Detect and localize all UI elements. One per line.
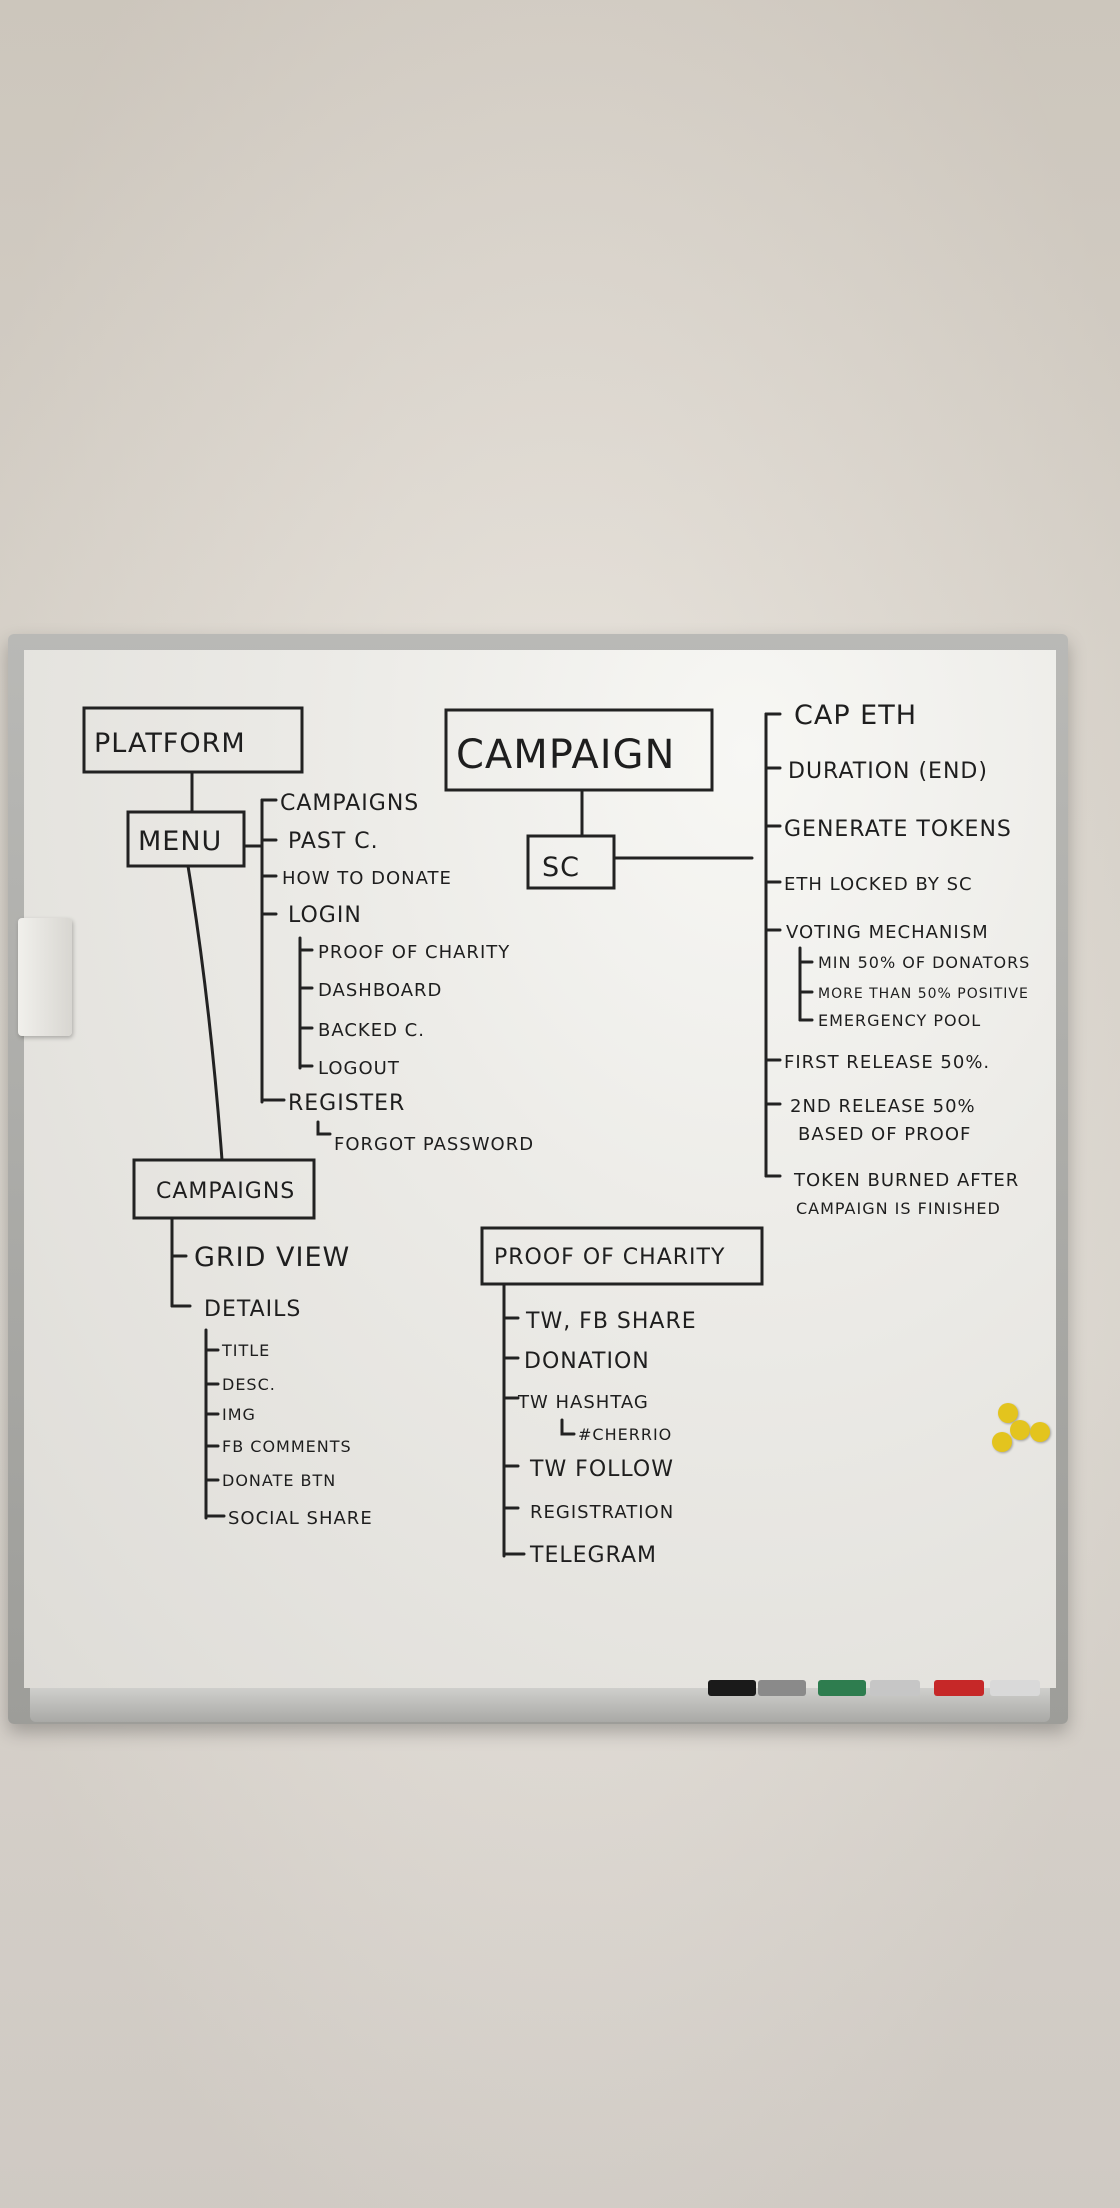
proof-of-charity-box <box>480 1226 764 1286</box>
campaign-token-burned-note: CAMPAIGN IS FINISHED <box>796 1199 1001 1218</box>
proof-item-donation: DONATION <box>524 1349 650 1374</box>
login-item-logout: LOGOUT <box>318 1058 400 1079</box>
campaign-item-second-release: 2ND RELEASE 50% <box>790 1096 976 1117</box>
register-item-forgot-password: FORGOT PASSWORD <box>334 1134 534 1155</box>
menu-to-campaigns-line <box>186 864 224 1162</box>
campaigns-item-details: DETAILS <box>204 1297 301 1322</box>
menu-box <box>126 810 246 868</box>
campaign-second-release-note: BASED OF PROOF <box>798 1124 971 1145</box>
voting-item-min-donators: MIN 50% OF DONATORS <box>818 953 1030 972</box>
campaign-item-duration: DURATION (END) <box>788 759 988 784</box>
sc-box <box>526 834 616 890</box>
voting-item-positive: MORE THAN 50% POSITIVE <box>818 986 1029 1002</box>
campaign-item-first-release: FIRST RELEASE 50%. <box>784 1052 990 1073</box>
proof-item-tw-follow: TW FOLLOW <box>529 1457 674 1482</box>
proof-hashtag-note: #CHERRIO <box>578 1425 672 1444</box>
details-item-desc: DESC. <box>222 1375 276 1394</box>
menu-item-register: REGISTER <box>288 1091 405 1116</box>
yellow-magnet <box>1010 1420 1030 1440</box>
black-marker <box>708 1680 756 1696</box>
proof-item-registration: REGISTRATION <box>530 1502 674 1523</box>
light-marker <box>990 1680 1040 1696</box>
whiteboard <box>24 650 1056 1688</box>
menu-item-past-campaigns: PAST C. <box>288 829 379 854</box>
campaign-item-voting-mechanism: VOTING MECHANISM <box>786 922 989 943</box>
campaign-box <box>444 708 714 792</box>
green-marker <box>818 1680 866 1696</box>
proof-of-charity-title: PROOF OF CHARITY <box>494 1245 725 1270</box>
menu-title: MENU <box>138 826 222 857</box>
details-item-title: TITLE <box>221 1341 270 1360</box>
details-item-donate-button: DONATE BTN <box>222 1471 336 1490</box>
campaigns-item-grid-view: GRID VIEW <box>194 1242 350 1273</box>
proof-item-telegram: TELEGRAM <box>529 1543 657 1568</box>
red-marker <box>934 1680 984 1696</box>
menu-item-campaigns: CAMPAIGNS <box>280 791 419 816</box>
details-item-img: IMG <box>222 1405 256 1424</box>
white-marker <box>870 1680 920 1696</box>
campaign-item-generate-tokens: GENERATE TOKENS <box>784 817 1012 842</box>
campaign-item-cap-eth: CAP ETH <box>794 700 917 731</box>
voting-item-emergency-pool: EMERGENCY POOL <box>818 1011 981 1030</box>
whiteboard-eraser <box>18 918 72 1036</box>
yellow-magnet <box>992 1432 1012 1452</box>
proof-item-tw-fb-share: TW, FB SHARE <box>525 1309 697 1334</box>
sc-title: SC <box>542 852 580 883</box>
details-item-fb-comments: FB COMMENTS <box>222 1437 352 1456</box>
platform-title: PLATFORM <box>94 728 246 759</box>
campaign-title: CAMPAIGN <box>456 732 675 778</box>
campaigns-title: CAMPAIGNS <box>156 1179 295 1204</box>
menu-item-how-to-donate: HOW TO DONATE <box>282 868 452 889</box>
menu-item-login: LOGIN <box>288 903 362 928</box>
grey-marker <box>758 1680 806 1696</box>
yellow-magnet <box>998 1403 1018 1423</box>
login-item-proof-of-charity: PROOF OF CHARITY <box>318 942 510 963</box>
campaign-item-token-burned: TOKEN BURNED AFTER <box>793 1170 1019 1191</box>
yellow-magnet <box>1030 1422 1050 1442</box>
campaigns-box <box>132 1158 316 1220</box>
proof-item-tw-hashtag: TW HASHTAG <box>517 1392 649 1413</box>
login-item-dashboard: DASHBOARD <box>318 980 442 1001</box>
campaign-item-eth-locked: ETH LOCKED BY SC <box>784 874 973 895</box>
login-item-backed-campaigns: BACKED C. <box>318 1020 425 1041</box>
details-item-social-share: SOCIAL SHARE <box>228 1508 373 1529</box>
